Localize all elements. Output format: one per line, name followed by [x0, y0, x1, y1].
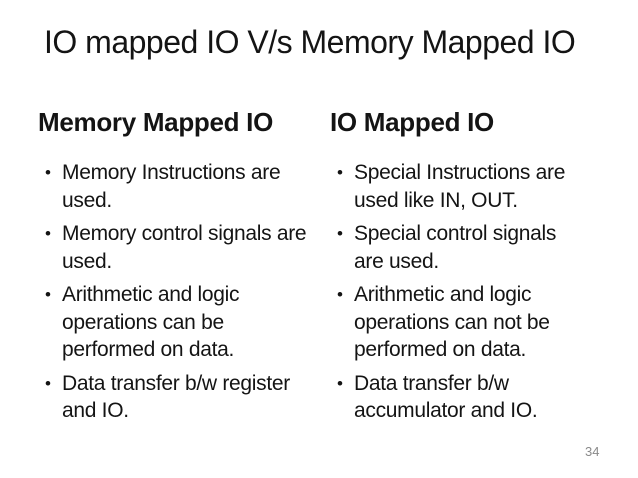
bullet-icon: • — [45, 224, 51, 243]
bullet-text: Memory control signals are used. — [62, 222, 307, 273]
bullet-item: • Memory Instructions are used. — [38, 159, 330, 214]
bullet-icon: • — [45, 373, 51, 393]
page-number: 34 — [585, 444, 600, 459]
column-memory-mapped-io: Memory Mapped IO • Memory Instructions a… — [38, 107, 330, 431]
bullet-list: • Memory Instructions are used. • Memory… — [38, 159, 330, 425]
bullet-icon: • — [337, 285, 343, 304]
bullet-item: • Memory control signals are used. — [38, 220, 330, 275]
bullet-icon: • — [45, 163, 51, 182]
bullet-text: Special Instructions are used like IN, O… — [354, 161, 566, 212]
bullet-item: • Arithmetic and logic operations can no… — [330, 281, 612, 364]
bullet-icon: • — [337, 373, 343, 393]
bullet-text: Special control signals are used. — [354, 222, 557, 273]
column-header-io-mapped-io: IO Mapped IO — [330, 107, 494, 137]
bullet-icon: • — [337, 163, 343, 182]
bullet-text: Arithmetic and logic operations can not … — [354, 283, 550, 361]
bullet-text: Data transfer b/w register and IO. — [62, 371, 290, 423]
bullet-item: • Data transfer b/w accumulator and IO. — [330, 370, 612, 425]
slide-title: IO mapped IO V/s Memory Mapped IO — [44, 24, 576, 60]
bullet-list: • Special Instructions are used like IN,… — [330, 159, 612, 425]
bullet-icon: • — [337, 224, 343, 243]
bullet-icon: • — [45, 285, 51, 304]
bullet-item: • Special Instructions are used like IN,… — [330, 159, 612, 214]
column-header-memory-mapped-io: Memory Mapped IO — [38, 107, 274, 137]
bullet-text: Memory Instructions are used. — [62, 161, 281, 212]
column-io-mapped-io: IO Mapped IO • Special Instructions are … — [330, 107, 612, 431]
bullet-item: • Special control signals are used. — [330, 220, 612, 275]
bullet-item: • Arithmetic and logic operations can be… — [38, 281, 330, 364]
bullet-text: Data transfer b/w accumulator and IO. — [354, 371, 538, 423]
bullet-text: Arithmetic and logic operations can be p… — [62, 283, 240, 361]
bullet-item: • Data transfer b/w register and IO. — [38, 370, 330, 425]
